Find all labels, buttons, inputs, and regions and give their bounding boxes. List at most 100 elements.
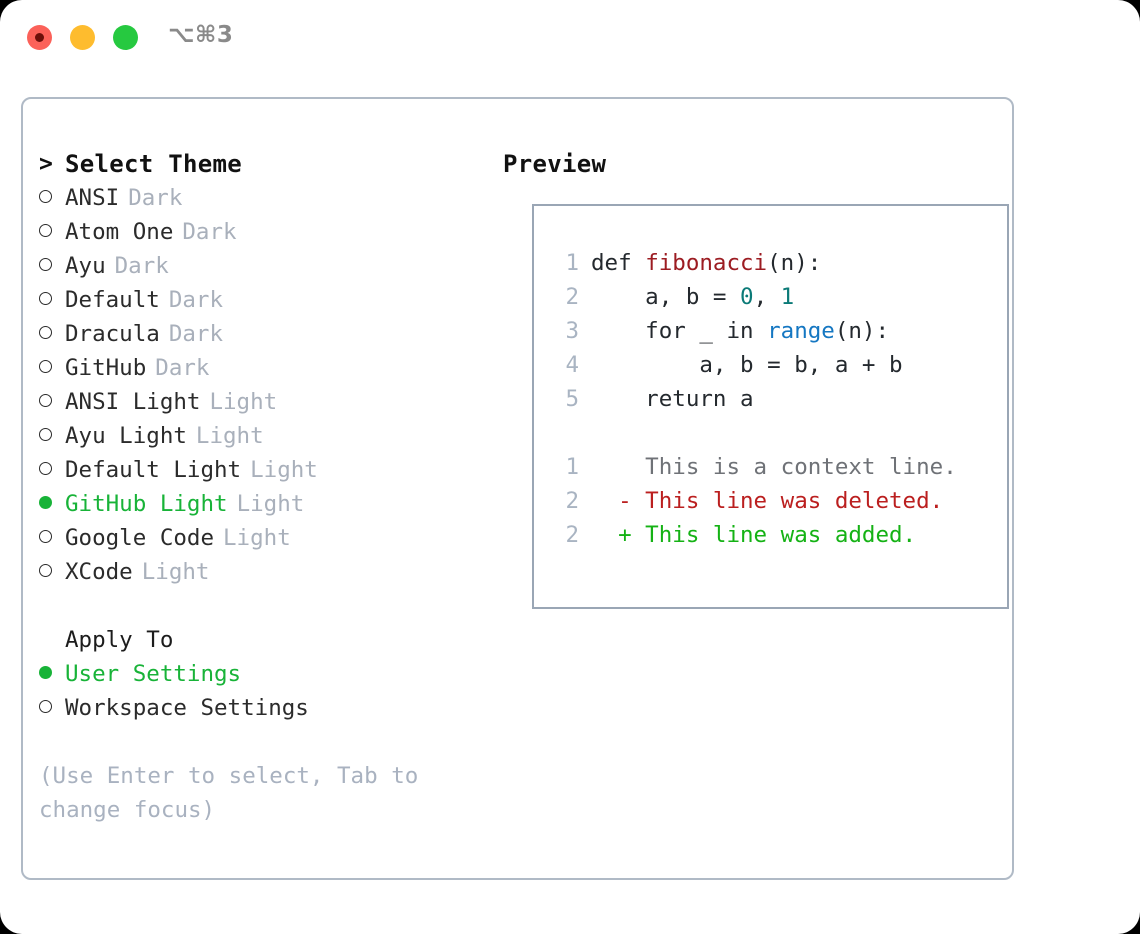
apply-to-item[interactable]: User Settings — [39, 657, 489, 691]
theme-label: Default — [65, 287, 160, 313]
close-button[interactable] — [27, 25, 52, 50]
theme-variant-label: Dark — [114, 253, 169, 279]
radio-marker — [39, 657, 65, 691]
theme-item[interactable]: GitHub Light Light — [39, 487, 489, 521]
radio-marker — [39, 351, 65, 385]
radio-marker — [39, 385, 65, 419]
radio-unselected-icon — [39, 224, 52, 237]
radio-unselected-icon — [39, 258, 52, 271]
diff-text: This is a context line. — [591, 454, 957, 480]
theme-variant-label: Dark — [182, 219, 237, 245]
code-blank-line — [553, 416, 957, 450]
code-token: return a — [591, 386, 754, 412]
keyboard-hint-text: (Use Enter to select, Tab to change focu… — [39, 763, 419, 823]
line-number: 4 — [565, 352, 579, 378]
theme-label: GitHub Light — [65, 491, 228, 517]
theme-item[interactable]: Atom One Dark — [39, 215, 489, 249]
line-number: 1 — [565, 454, 579, 480]
minimize-button[interactable] — [70, 25, 95, 50]
maximize-button[interactable] — [113, 25, 138, 50]
radio-unselected-icon — [39, 292, 52, 305]
theme-variant-label: Dark — [168, 287, 224, 313]
code-line: 5 return a — [553, 382, 957, 416]
theme-variant-label: Light — [223, 525, 291, 551]
apply-to-label: Workspace Settings — [65, 695, 309, 721]
preview-heading: Preview — [503, 150, 607, 178]
theme-label: Ayu Light — [65, 423, 187, 449]
theme-label: ANSI — [65, 185, 120, 211]
radio-unselected-icon — [39, 394, 52, 407]
code-token: a, b = — [591, 284, 741, 310]
theme-label: GitHub — [65, 355, 147, 381]
code-token: (n): — [834, 318, 890, 344]
radio-marker — [39, 521, 65, 555]
code-token: 1 — [780, 284, 795, 310]
radio-unselected-icon — [39, 428, 52, 441]
theme-label: XCode — [65, 559, 133, 585]
theme-label: ANSI Light — [65, 389, 201, 415]
theme-variant-label: Light — [250, 457, 318, 483]
theme-variant-label: Dark — [168, 321, 224, 347]
code-token: 0 — [740, 284, 754, 310]
theme-item[interactable]: Google Code Light — [39, 521, 489, 555]
radio-marker — [39, 555, 65, 589]
code-token: for _ in — [591, 318, 768, 344]
radio-unselected-icon — [39, 326, 52, 339]
radio-marker — [39, 249, 65, 283]
keyboard-shortcut-label: ⌥⌘3 — [168, 22, 234, 48]
radio-unselected-icon — [39, 530, 52, 543]
theme-label: Google Code — [65, 525, 215, 551]
apply-to-label: User Settings — [65, 661, 242, 687]
title-bar: ⌥⌘3 — [0, 0, 1140, 78]
radio-unselected-icon — [39, 360, 52, 373]
window-controls — [27, 25, 138, 50]
line-number: 1 — [565, 250, 579, 276]
theme-label: Ayu — [65, 253, 106, 279]
radio-marker — [39, 283, 65, 317]
radio-marker — [39, 453, 65, 487]
code-token: (n): — [767, 250, 822, 276]
line-number: 2 — [565, 488, 579, 514]
diff-text: - This line was deleted. — [591, 488, 944, 514]
diff-line: 2 + This line was added. — [553, 518, 957, 552]
theme-item[interactable]: Ayu Dark — [39, 249, 489, 283]
radio-unselected-icon — [39, 462, 52, 475]
theme-variant-label: Light — [209, 389, 278, 415]
apply-to-heading-row: Apply To — [39, 623, 489, 657]
prompt-caret-icon: > — [39, 151, 53, 177]
line-number: 2 — [565, 284, 579, 310]
radio-selected-icon — [39, 666, 52, 679]
code-token: , — [753, 284, 781, 310]
select-theme-heading-row: > Select Theme — [39, 147, 489, 181]
diff-text: + This line was added. — [591, 522, 917, 548]
radio-marker — [39, 317, 65, 351]
code-token: a, b = b, a + b — [591, 352, 903, 378]
section-spacer — [39, 589, 489, 623]
theme-item[interactable]: ANSI Light Light — [39, 385, 489, 419]
radio-marker — [39, 487, 65, 521]
radio-unselected-icon — [39, 700, 52, 713]
select-theme-heading: Select Theme — [65, 150, 242, 178]
theme-variant-label: Light — [236, 491, 305, 517]
theme-label: Atom One — [65, 219, 174, 245]
diff-line: 1 This is a context line. — [553, 450, 957, 484]
diff-line: 2 - This line was deleted. — [553, 484, 957, 518]
radio-selected-icon — [39, 496, 52, 509]
radio-marker — [39, 691, 65, 725]
theme-item[interactable]: Default Dark — [39, 283, 489, 317]
code-line: 4 a, b = b, a + b — [553, 348, 957, 382]
apply-to-heading: Apply To — [65, 627, 174, 653]
apply-to-item[interactable]: Workspace Settings — [39, 691, 489, 725]
